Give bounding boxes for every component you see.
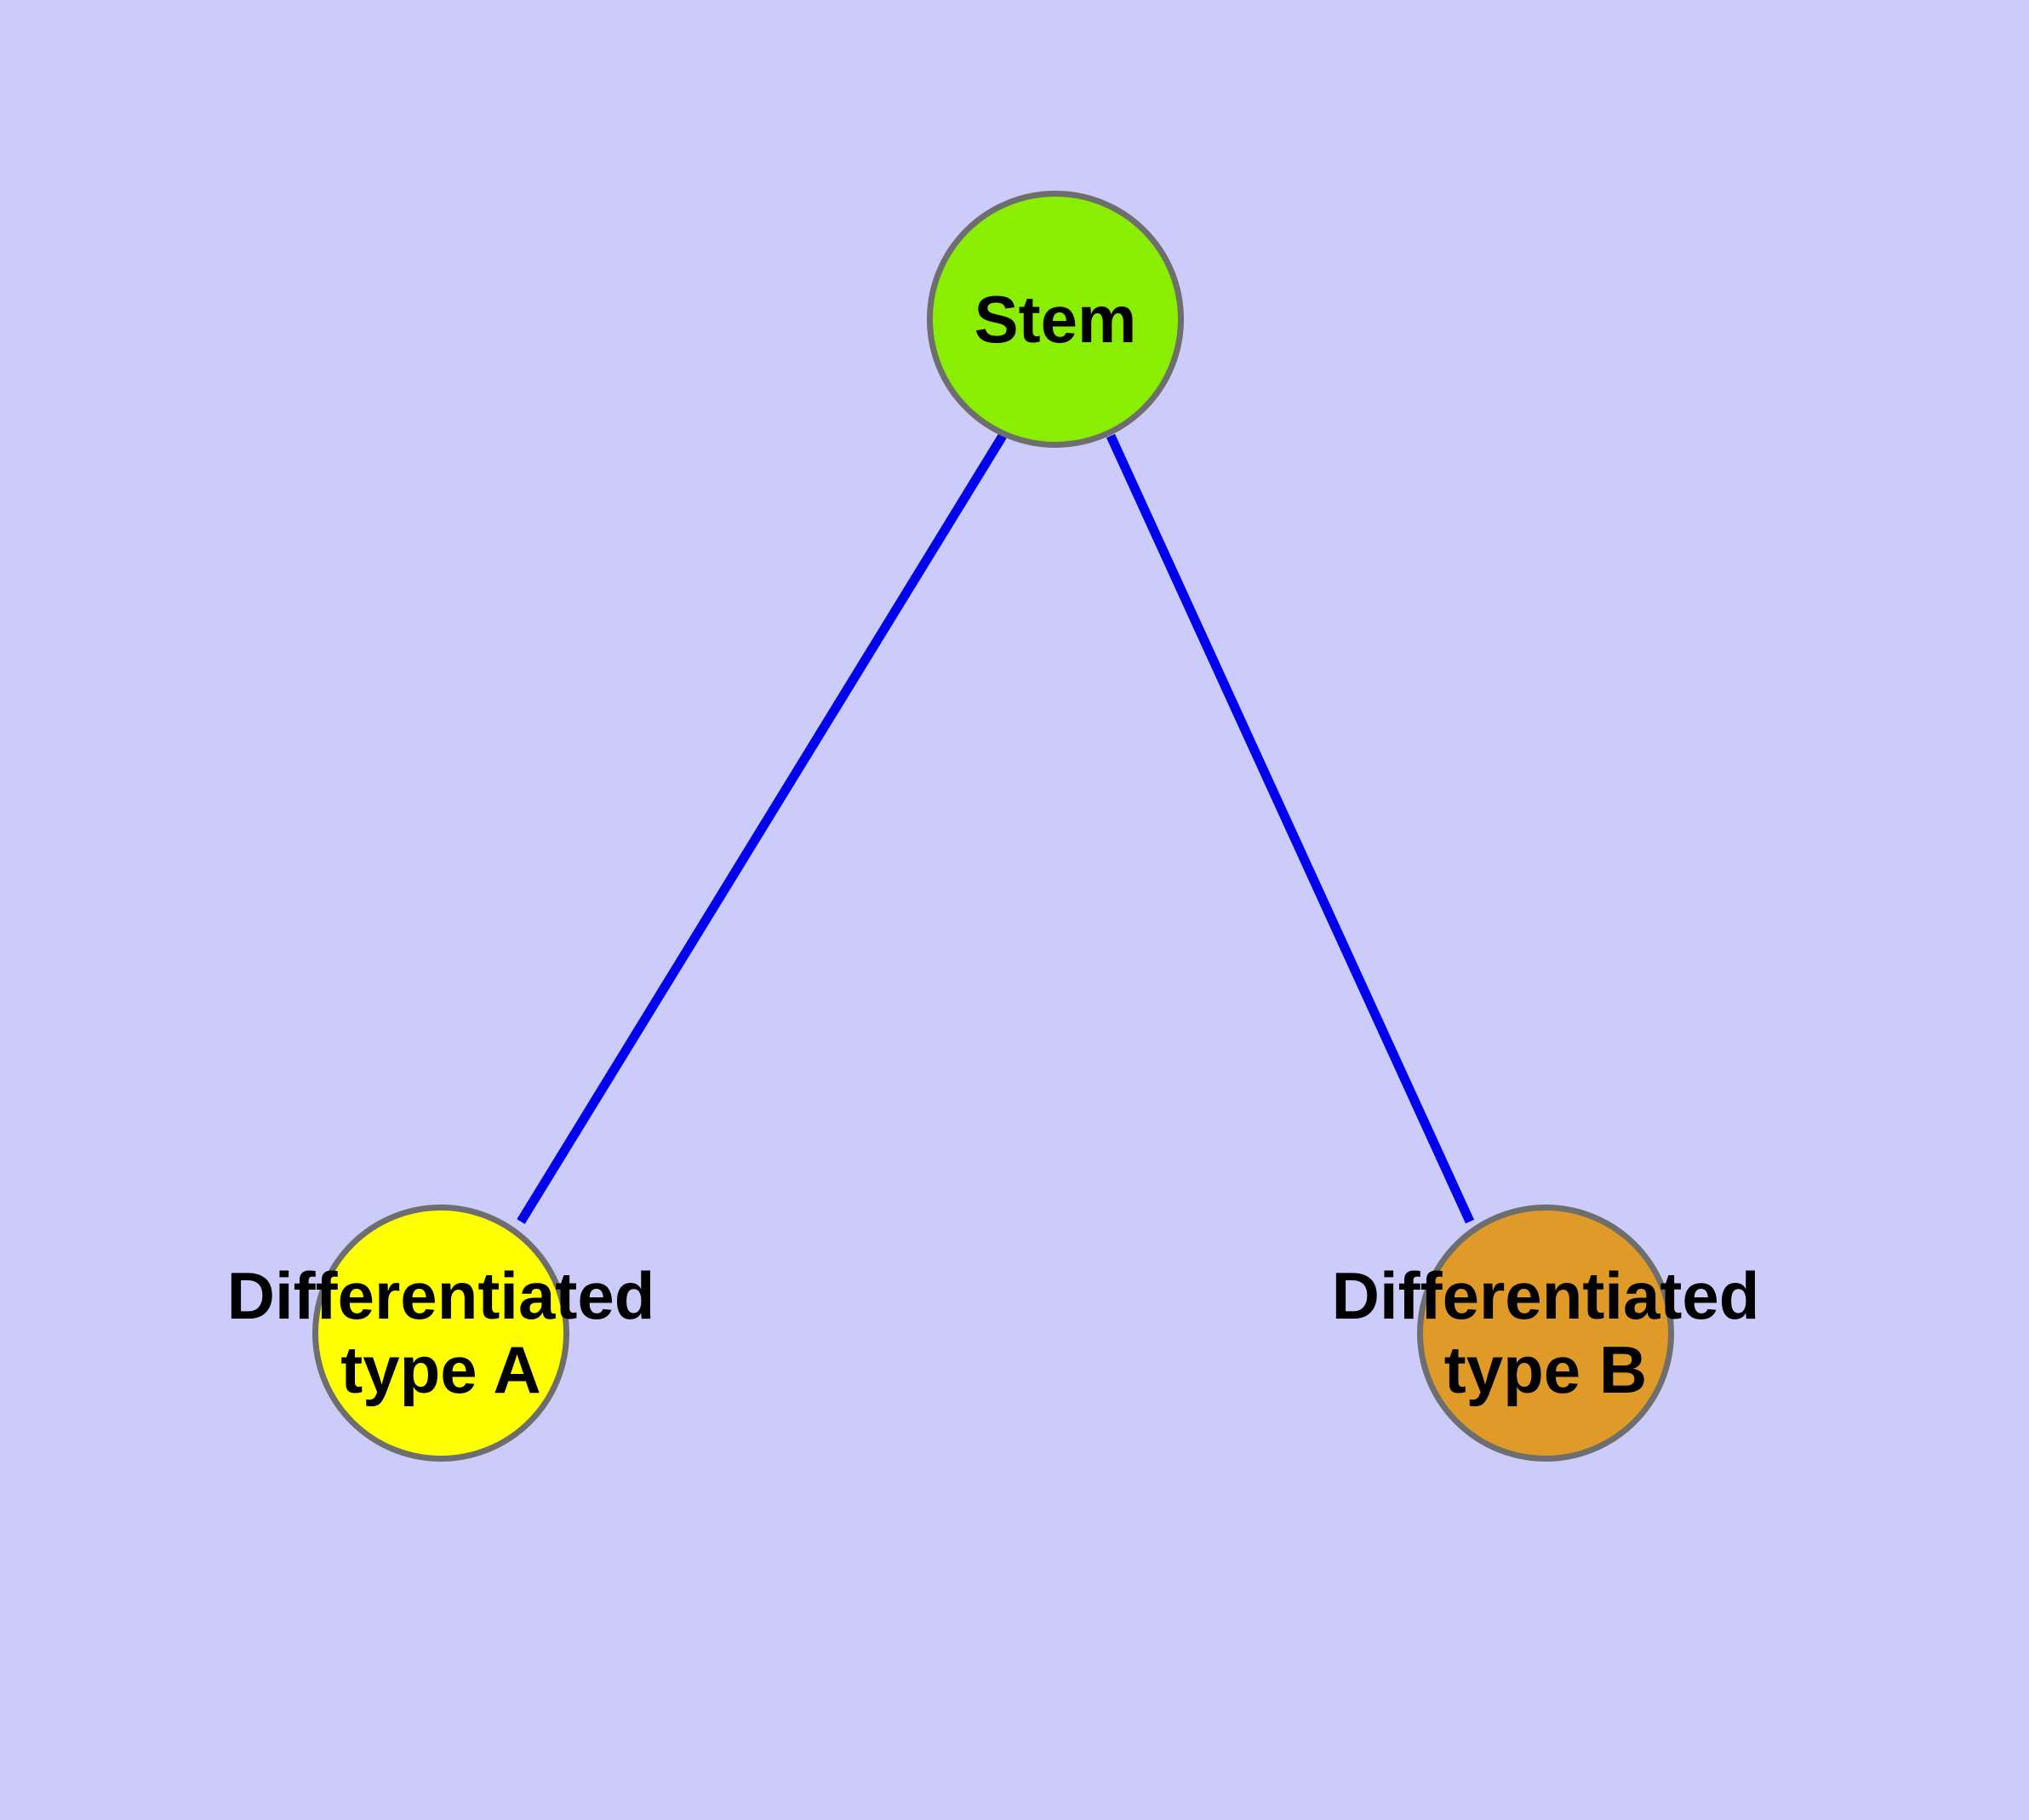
node-differentiated-type-a[interactable]	[312, 1205, 569, 1462]
edge-stem-to-diff-a[interactable]	[517, 433, 1007, 1224]
edge-stem-to-diff-b[interactable]	[1106, 433, 1475, 1224]
node-stem[interactable]	[927, 191, 1184, 448]
node-differentiated-type-b[interactable]	[1417, 1205, 1674, 1462]
